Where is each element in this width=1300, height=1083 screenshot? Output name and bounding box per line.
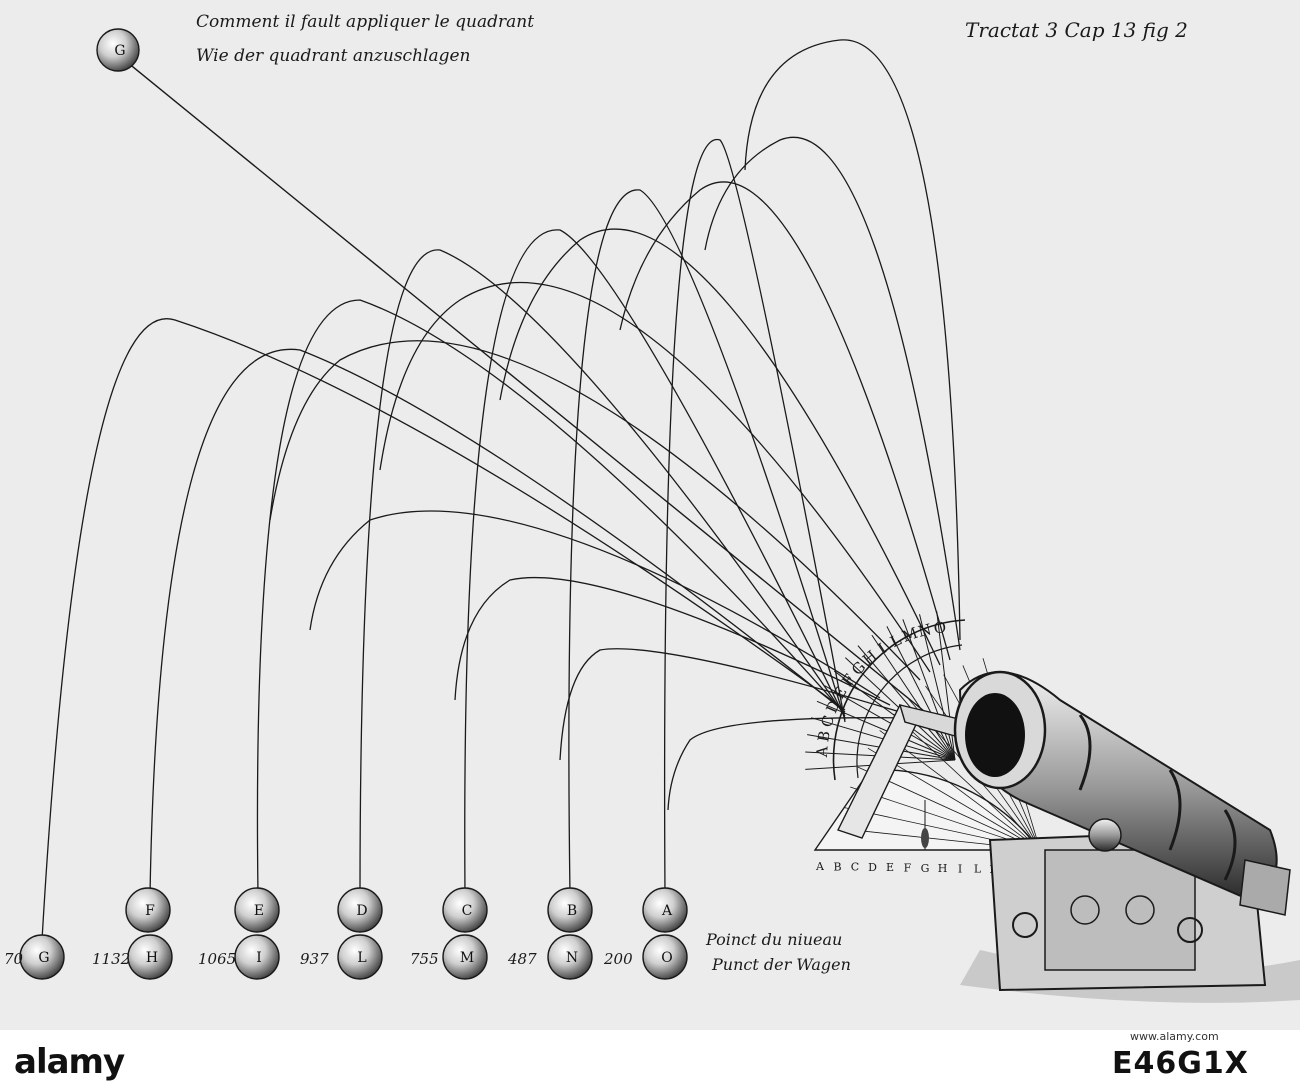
protractor-letter: H (938, 862, 948, 875)
sight-line (121, 57, 936, 721)
ball-label: E (254, 903, 264, 919)
protractor-letter: B (833, 860, 841, 873)
ball-label: A (661, 903, 673, 919)
trajectory-arc-5 (379, 281, 931, 673)
distance-label: 755 (410, 950, 439, 968)
caption-french: Comment il fault appliquer le quadrant (196, 12, 535, 32)
distance-label: 70 (4, 950, 24, 968)
ball-label: C (462, 903, 473, 919)
cannonball-lower: H (127, 934, 173, 980)
distance-label: 1132 (92, 950, 131, 968)
trajectory-arc-low3 (559, 648, 901, 761)
trajectory-arc-g (41, 318, 846, 941)
protractor-letter: E (886, 861, 894, 874)
quadrant-letter: M (900, 624, 921, 646)
trajectory-arc-h (149, 348, 846, 896)
trajectory-arc-o (663, 138, 846, 896)
cannonball-lower: N (547, 934, 593, 980)
ball-label: H (146, 950, 158, 966)
trajectory-arc-n (568, 189, 846, 896)
trajectory-arc-low2 (454, 577, 891, 706)
watermark-bar (0, 1030, 1300, 1083)
ball-label: D (356, 903, 367, 919)
distance-label: 200 (604, 950, 633, 968)
figure-reference: Tractat 3 Cap 13 fig 2 (965, 18, 1188, 42)
cannonballs: G F E D C B A G H I L M N O (19, 28, 688, 980)
quadrant-scale-upper (832, 619, 966, 781)
cannonball-lower: G (19, 934, 65, 980)
cannon (953, 670, 1300, 1003)
ball-label: O (661, 950, 672, 966)
trajectory-arc-low4 (667, 717, 911, 811)
distance-label: 1065 (198, 950, 237, 968)
ball-label: M (460, 950, 474, 966)
quadrant-scale-upper-inner (856, 644, 963, 779)
trajectory-arc-4 (499, 228, 941, 666)
cannonball-upper: A (642, 887, 688, 933)
cannonball-lower: I (234, 934, 280, 980)
caption-level-point-french: Poinct du niueau (706, 930, 843, 949)
caption-level-point-german: Punct der Wagen (712, 955, 851, 974)
protractor-letter: I (958, 862, 962, 875)
cannonball-upper: E (234, 887, 280, 933)
watermark-url: www.alamy.com (1130, 1030, 1219, 1043)
trajectory-arc-i (256, 299, 846, 896)
trajectory-arc-low1 (309, 510, 881, 699)
trajectory-arc-3 (619, 181, 951, 661)
protractor-letter: C (851, 861, 859, 874)
protractor-letter: G (921, 862, 930, 875)
trajectory-arc-top (744, 39, 961, 641)
quadrant-letter: C (817, 713, 838, 729)
quadrant-letter: N (916, 620, 933, 641)
trajectory-arc-l (359, 249, 846, 896)
cannonball-lower: M (442, 934, 488, 980)
ball-label: B (567, 903, 577, 919)
protractor-letter: L (974, 863, 982, 876)
ball-label: N (566, 950, 578, 966)
protractor-letter: A (815, 860, 825, 873)
ball-label: I (256, 950, 262, 966)
trajectory-arc-2 (704, 136, 961, 651)
watermark-logo: alamy (14, 1042, 125, 1082)
cannonball-lower: O (642, 934, 688, 980)
distance-label: 937 (300, 950, 329, 968)
protractor-letter: D (868, 861, 877, 874)
trajectory-arc-6 (269, 340, 921, 681)
quadrant-letter: O (933, 618, 947, 637)
watermark-id: E46G1X (1112, 1046, 1249, 1081)
ball-label: G (38, 950, 49, 966)
quadrant-letter: B (814, 729, 834, 743)
quadrant-letter: A (813, 746, 832, 759)
cannonball-lower: L (337, 934, 383, 980)
cannonball-upper: B (547, 887, 593, 933)
ball-label: G (114, 43, 125, 59)
trajectory-arcs (41, 39, 961, 941)
ball-label: L (357, 950, 366, 966)
cannonball-upper: F (125, 887, 171, 933)
ball-label: F (145, 903, 155, 919)
cannonball-upper: D (337, 887, 383, 933)
distance-label: 487 (508, 950, 537, 968)
caption-german: Wie der quadrant anzuschlagen (196, 46, 471, 66)
cannonball-upper: C (442, 887, 488, 933)
protractor-letter: F (904, 862, 912, 875)
cannonball-flying: G (96, 28, 140, 72)
trajectory-arc-m (464, 229, 846, 896)
